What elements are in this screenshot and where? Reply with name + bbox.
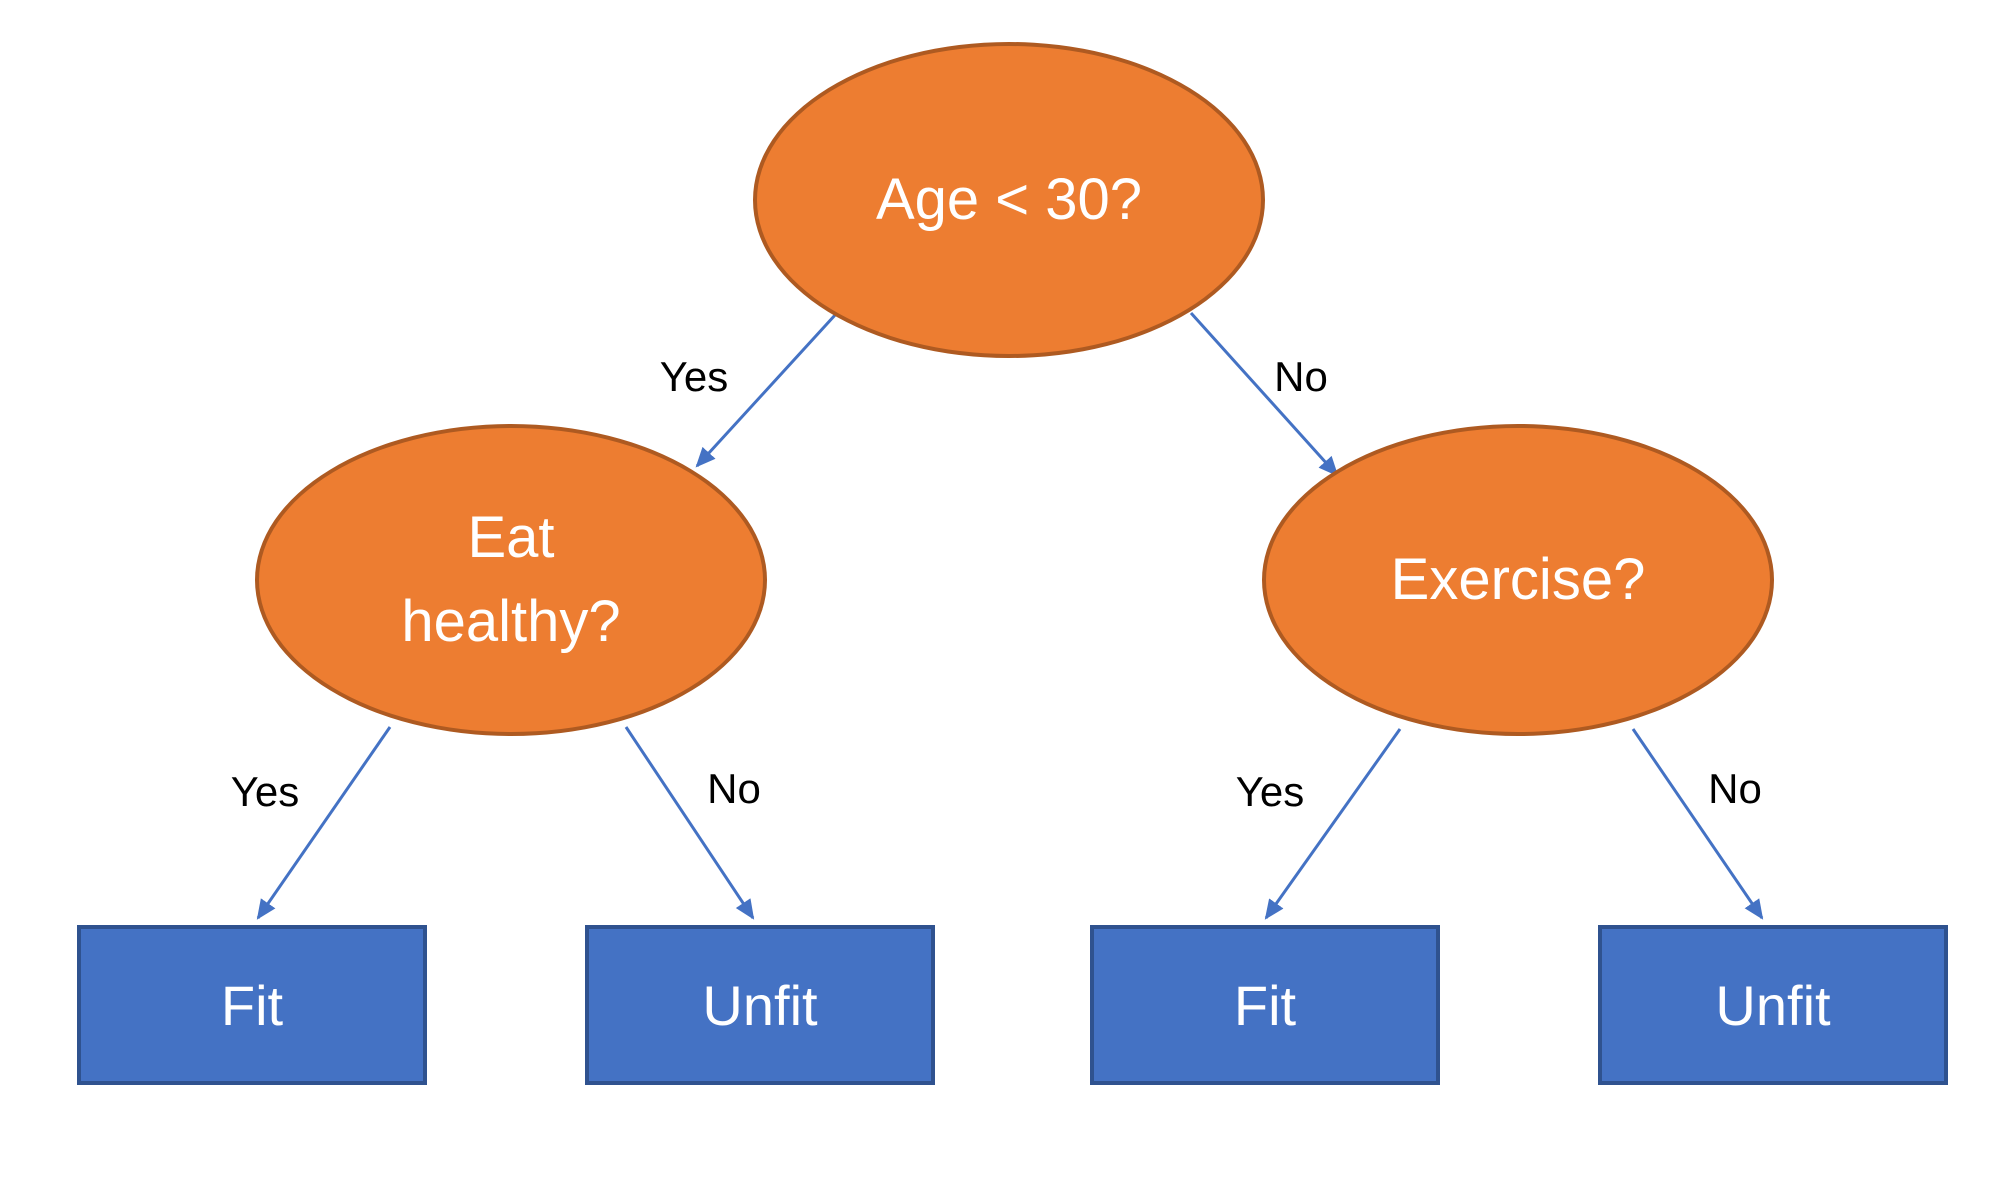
leaf-node-fit-left: Fit [77, 925, 427, 1085]
edge-root-to-exercise-arrow [1189, 311, 1339, 477]
decision-node-exercise: Exercise? [1262, 424, 1774, 736]
leaf-node-fit-left-label: Fit [220, 973, 284, 1037]
leaf-node-fit-right-label: Fit [1233, 973, 1297, 1037]
edge-label-exercise-unfit-no: No [1708, 765, 1762, 812]
decision-node-eat-healthy-label: Eat healthy? [401, 496, 620, 664]
edge-eat-to-fit-arrow [256, 726, 392, 920]
eat-healthy-label-line2: healthy? [401, 589, 621, 654]
decision-node-age-label: Age < 30? [875, 167, 1143, 232]
leaf-node-unfit-right-label: Unfit [1715, 973, 1831, 1037]
edge-label-root-eat-yes: Yes [659, 353, 729, 400]
edge-exercise-to-fit-arrow [1264, 728, 1402, 920]
leaf-node-unfit-left: Unfit [585, 925, 935, 1085]
leaf-node-unfit-left-label: Unfit [702, 973, 818, 1037]
decision-node-eat-healthy: Eat healthy? [255, 424, 767, 736]
edge-label-root-exercise-no: No [1274, 353, 1328, 400]
edge-exercise-to-unfit-arrow [1631, 728, 1764, 920]
edge-label-exercise-fit-yes: Yes [1235, 768, 1305, 815]
edge-label-eat-unfit-no: No [707, 765, 761, 812]
decision-node-age: Age < 30? [753, 42, 1265, 358]
edge-eat-to-unfit-arrow [624, 726, 755, 920]
decision-node-exercise-label: Exercise? [1390, 547, 1646, 612]
eat-healthy-label-line1: Eat [467, 505, 555, 570]
edge-root-to-eat-arrow [695, 312, 838, 468]
edge-label-eat-fit-yes: Yes [230, 768, 300, 815]
leaf-node-fit-right: Fit [1090, 925, 1440, 1085]
leaf-node-unfit-right: Unfit [1598, 925, 1948, 1085]
